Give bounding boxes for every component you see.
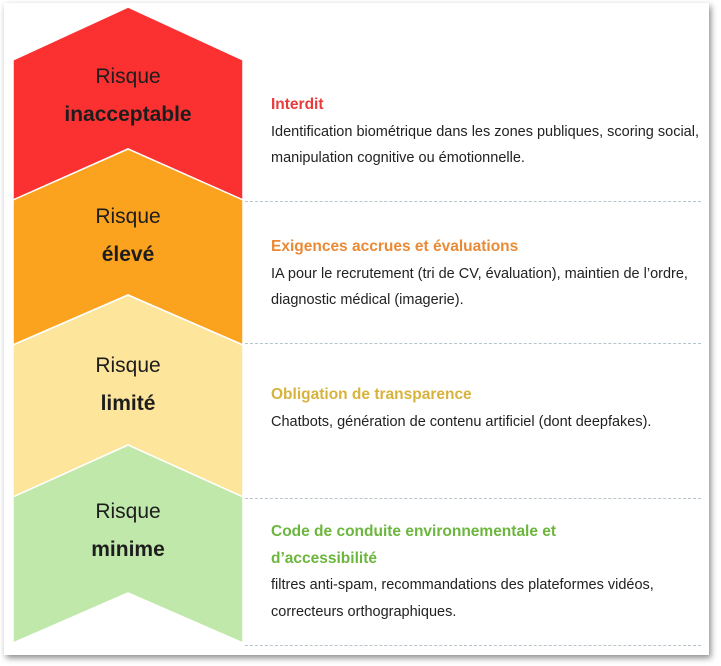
level-desc-high: Exigences accrues et évaluations IA pour… [271, 234, 701, 314]
level-title: Exigences accrues et évaluations [271, 238, 519, 255]
level-label-unacceptable: Risque inacceptable [13, 58, 243, 134]
label-line1: Risque [95, 65, 161, 88]
label-line2: inacceptable [64, 103, 192, 126]
divider [245, 343, 701, 344]
label-line2: minime [91, 538, 165, 561]
label-line1: Risque [95, 500, 161, 523]
level-label-minimal: Risque minime [13, 493, 243, 569]
label-line2: élevé [101, 243, 155, 266]
divider [245, 201, 701, 202]
label-line2: limité [100, 392, 156, 415]
label-line1: Risque [95, 354, 161, 377]
divider [245, 498, 701, 499]
level-desc-unacceptable: Interdit Identification biométrique dans… [271, 92, 701, 172]
level-description: Identification biométrique dans les zone… [271, 123, 699, 167]
label-line1: Risque [95, 205, 161, 228]
level-title: Interdit [271, 96, 324, 113]
divider [245, 645, 701, 646]
chevron-minimal [12, 444, 244, 645]
level-label-high: Risque élevé [13, 198, 243, 274]
level-title: Obligation de transparence [271, 386, 472, 403]
level-description: IA pour le recrutement (tri de CV, évalu… [271, 265, 688, 309]
level-title: Code de conduite environnementale et d’a… [271, 523, 557, 567]
level-description: filtres anti-spam, recommandations des p… [271, 577, 654, 620]
level-desc-minimal: Code de conduite environnementale et d’a… [271, 519, 654, 625]
level-desc-limited: Obligation de transparence Chatbots, gén… [271, 382, 701, 435]
level-label-limited: Risque limité [13, 347, 243, 423]
level-description: Chatbots, génération de contenu artifici… [271, 413, 652, 430]
